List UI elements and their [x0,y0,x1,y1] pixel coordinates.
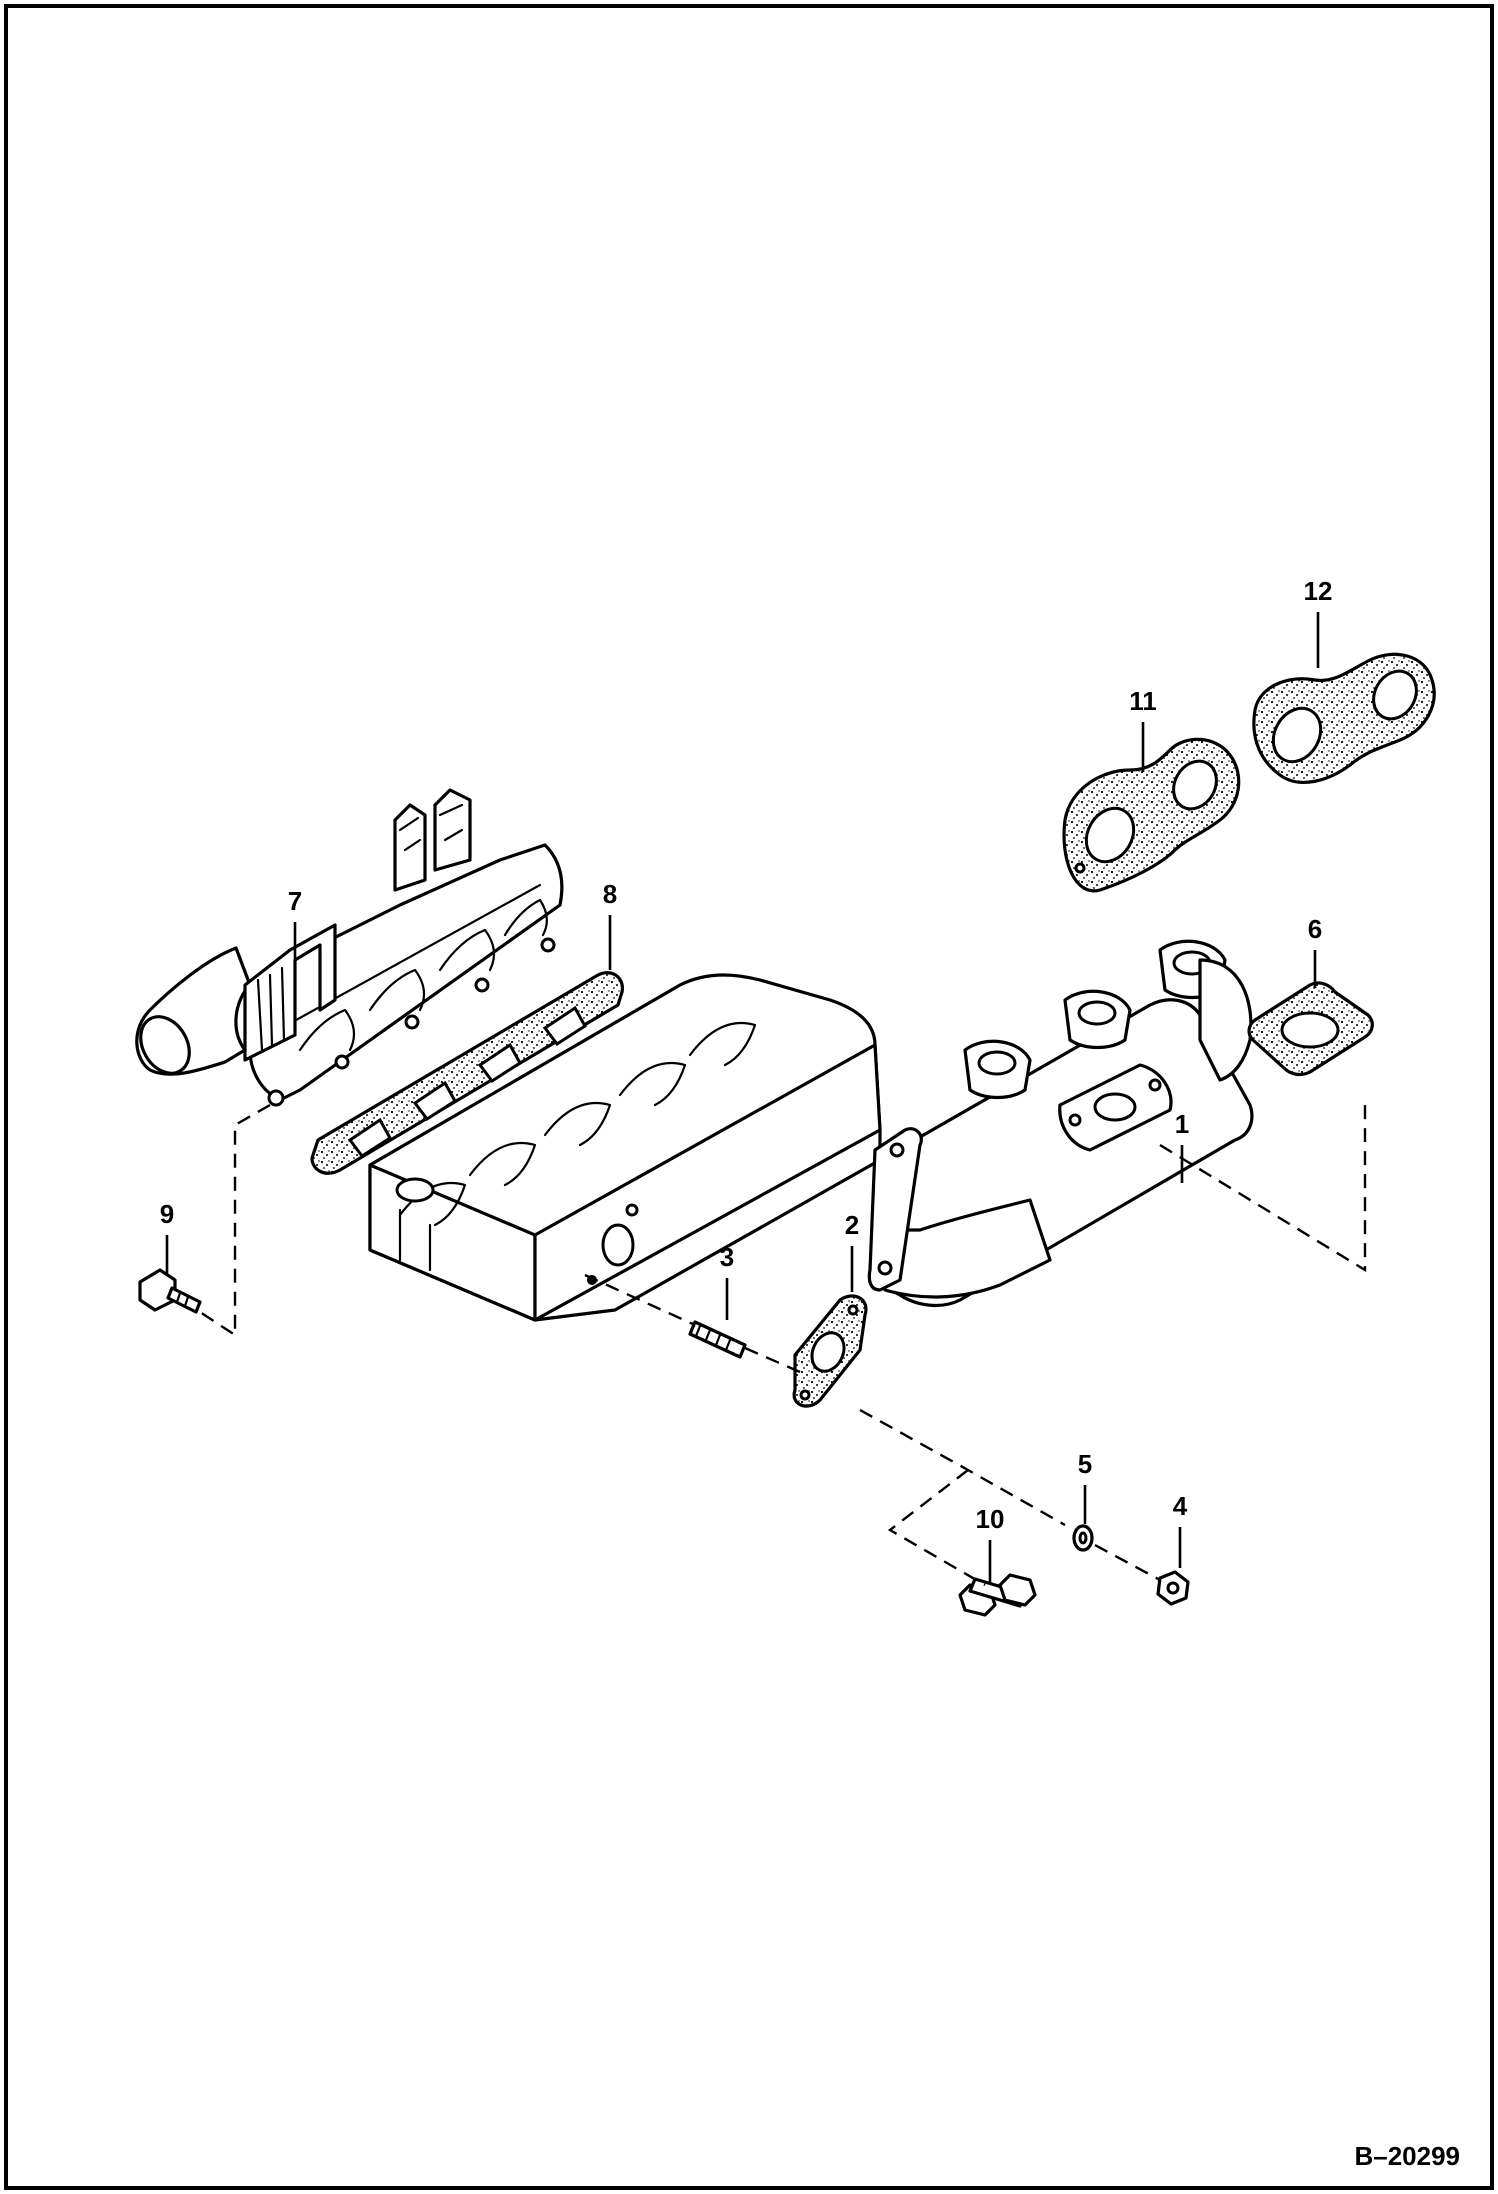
callout-7: 7 [288,886,302,916]
port-gasket-part-11 [1062,737,1241,893]
intake-manifold-part-7 [135,788,564,1107]
leader-lines [165,612,1320,1584]
exhaust-manifold-part-1 [867,939,1254,1307]
intake-gasket-part-8 [310,971,624,1175]
callout-10: 10 [976,1504,1005,1534]
page-border [4,4,1494,2190]
washer-part-5 [1072,1524,1094,1552]
bolt-part-9 [138,1268,202,1314]
stud-part-3 [688,1320,747,1359]
callout-numbers: 1 2 3 4 5 6 7 8 9 10 11 12 [160,576,1333,1534]
callout-5: 5 [1078,1449,1092,1479]
figure-id: B–20299 [1354,2141,1460,2171]
nut-part-4 [1156,1570,1190,1606]
bolt-part-10 [958,1573,1037,1617]
callout-9: 9 [160,1199,174,1229]
callout-1: 1 [1175,1109,1189,1139]
callout-2: 2 [845,1210,859,1240]
callout-11: 11 [1129,686,1157,716]
callout-8: 8 [603,879,617,909]
outlet-gasket-part-6 [1247,981,1374,1077]
assembly-dashed-lines [199,1100,1367,1587]
callout-6: 6 [1308,914,1322,944]
callout-12: 12 [1304,576,1333,606]
port-gasket-part-12 [1252,652,1436,784]
cylinder-head [368,973,882,1322]
callout-4: 4 [1173,1491,1188,1521]
exhaust-gasket-part-2 [792,1294,868,1408]
callout-3: 3 [720,1242,734,1272]
